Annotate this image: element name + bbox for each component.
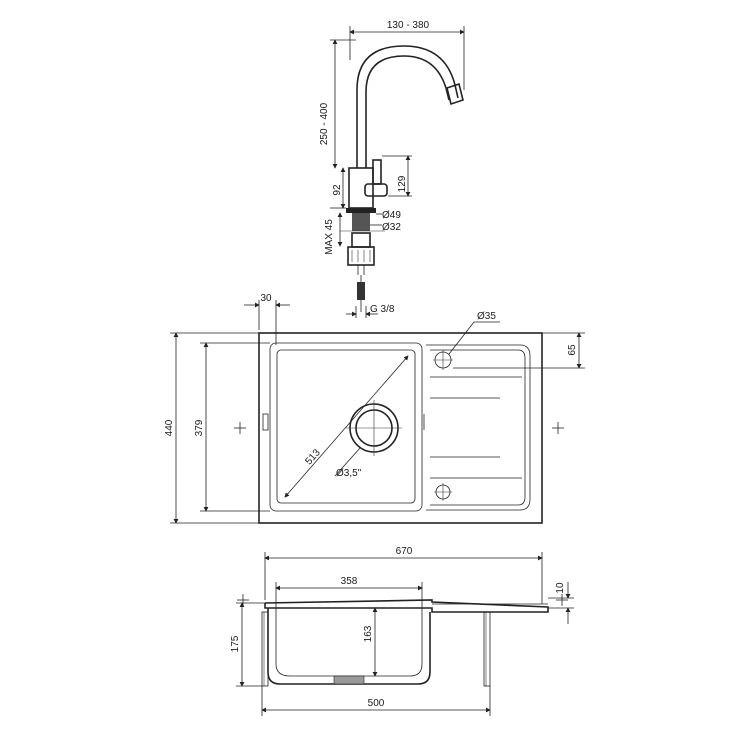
faucet-body [348,167,374,209]
height-label: 175 [230,635,241,652]
sink-top-view: 513 Ø3,5" Ø35 30 65 440 379 [164,293,585,524]
depth-label: 440 [164,419,175,436]
base-width-label: 500 [368,698,385,709]
faucet-lever-height-label: 129 [397,175,408,192]
faucet-reach-label: 130 - 380 [387,20,430,31]
edge-offset-label: 30 [260,293,272,304]
bowl-height-label: 163 [363,625,374,642]
bowl-outline [269,342,423,512]
faucet-height-label: 250 - 400 [319,102,330,145]
tap-hole-diameter-label: Ø35 [477,311,496,322]
sink-outline [258,332,543,524]
sink-side-view: 670 358 10 175 163 500 [230,546,574,716]
overall-width-label: 670 [396,546,413,557]
faucet-body-height-label: 92 [332,184,343,196]
faucet-drawing: 130 - 380 250 - 400 92 129 Ø49 Ø32 MAX 4… [319,20,465,318]
bowl-depth-label: 379 [194,419,205,436]
bowl-width-label: 358 [341,576,358,587]
faucet-hole-diameter-label: Ø32 [382,222,401,233]
rim-thickness-label: 10 [555,582,566,594]
side-bowl [267,608,431,685]
faucet-connection-label: G 3/8 [370,304,395,315]
diagonal-label: 513 [303,447,323,467]
faucet-base-diameter-label: Ø49 [382,210,401,221]
side-rim [264,599,549,613]
drain-diameter-label: Ø3,5" [336,468,362,479]
tap-offset-label: 65 [567,344,578,356]
faucet-spout [356,45,459,168]
faucet-max-thickness-label: MAX 45 [324,219,335,255]
